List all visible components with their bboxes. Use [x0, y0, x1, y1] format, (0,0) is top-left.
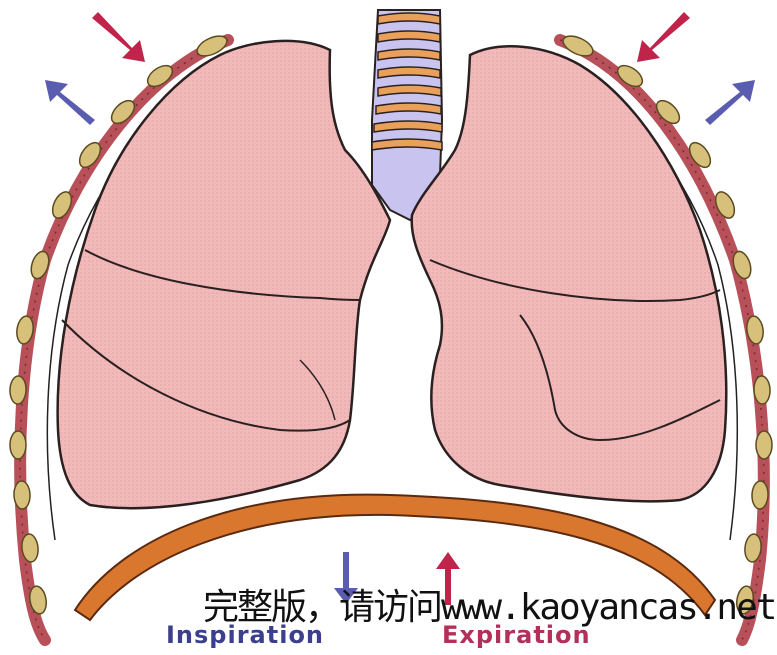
watermark-text: 完整版，请访问www.kaoyancas.net: [203, 578, 775, 630]
left-lung: [58, 41, 390, 508]
